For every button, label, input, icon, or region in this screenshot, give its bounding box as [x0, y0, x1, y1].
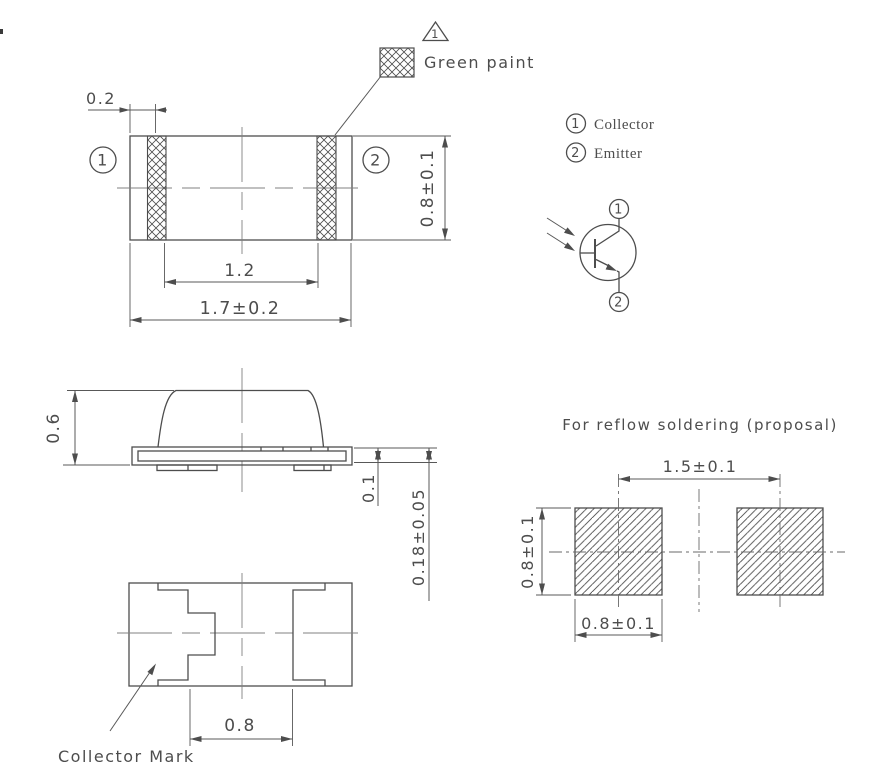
green-paint-band-right — [316, 135, 337, 241]
note-number: 1 — [431, 27, 440, 41]
legend-pin1-name: Collector — [594, 117, 654, 133]
green-paint-band-left — [146, 135, 167, 241]
dim-body-height-text: 0.8±0.1 — [418, 149, 438, 228]
pin2-number: 2 — [370, 151, 382, 170]
left-terminal-tab — [156, 464, 218, 472]
dim-terminal-width: 0.2 — [86, 89, 167, 133]
dim-lead-thickness-text: 0.1 — [359, 473, 378, 503]
pin1-number: 1 — [97, 151, 109, 170]
dim-lead-thickness: 0.1 — [354, 447, 437, 506]
dim-pad-height-text: 0.8±0.1 — [518, 514, 537, 589]
phototransistor-symbol: 1 2 — [546, 198, 637, 313]
dim-terminal-width-text: 0.2 — [86, 89, 116, 108]
scan-artifact — [0, 29, 3, 34]
dim-standoff: 0.18±0.05 — [409, 448, 432, 601]
reflow-pad-layout: For reflow soldering (proposal) 1.5±0.1 … — [518, 416, 845, 642]
dim-pad-width-text: 0.8±0.1 — [581, 614, 656, 633]
dim-inner-span: 1.2 — [164, 243, 319, 288]
dim-total-width: 1.7±0.2 — [129, 243, 352, 327]
dim-pad-height: 0.8±0.1 — [518, 507, 571, 596]
symbol-pin2-number: 2 — [614, 296, 624, 311]
note-triangle-icon — [421, 20, 450, 42]
legend-pin1-balloon — [565, 113, 587, 134]
legend-pin2-name: Emitter — [594, 146, 643, 162]
green-paint-label: Green paint — [424, 53, 535, 72]
dim-pad-pitch: 1.5±0.1 — [618, 457, 780, 482]
green-paint-swatch — [379, 47, 415, 78]
legend-pin2-number: 2 — [571, 146, 581, 161]
legend-pin1-number: 1 — [571, 117, 581, 132]
emitter-arrowhead — [605, 263, 617, 271]
light-arrows-icon — [546, 217, 575, 251]
dim-standoff-text: 0.18±0.05 — [409, 488, 428, 586]
collector-mark-label: Collector Mark — [58, 747, 195, 766]
dim-pad-width: 0.8±0.1 — [574, 599, 663, 642]
symbol-pin1-number: 1 — [614, 203, 624, 218]
dim-total-width-text: 1.7±0.2 — [200, 299, 281, 319]
dim-height-text: 0.6 — [44, 412, 64, 444]
green-paint-leader — [334, 75, 382, 136]
symbol-pin1-balloon — [608, 198, 630, 220]
bottom-view: 0.8 Collector Mark — [58, 573, 364, 766]
collector-mark-callout: Collector Mark — [58, 663, 195, 766]
right-terminal-tab — [293, 464, 332, 472]
emitter-terminal-outline — [292, 583, 326, 686]
bottom-outline — [128, 582, 353, 687]
collector-lead — [595, 218, 620, 247]
top-view: 1 2 0.2 1.2 1.7±0.2 0.8±0.1 — [86, 89, 451, 327]
dim-body-height: 0.8±0.1 — [353, 135, 451, 241]
dim-terminal-span: 0.8 — [189, 689, 293, 746]
green-paint-note: 1 Green paint — [334, 20, 535, 136]
side-view: 0.6 0.1 0.18±0.05 — [44, 368, 437, 601]
collector-terminal-outline — [157, 583, 216, 686]
dim-inner-span-text: 1.2 — [224, 261, 256, 281]
lead-frame-ticks — [260, 446, 329, 451]
dome-outline — [157, 389, 325, 448]
reflow-title: For reflow soldering (proposal) — [562, 416, 838, 434]
base-outline — [131, 446, 353, 466]
base-inner-outline — [137, 450, 347, 462]
dim-terminal-span-text: 0.8 — [224, 716, 256, 736]
pin-legend: 1 Collector 2 Emitter — [565, 113, 654, 163]
pin1-balloon — [89, 146, 117, 174]
dim-pad-pitch-text: 1.5±0.1 — [663, 457, 738, 476]
legend-pin2-balloon — [565, 142, 587, 163]
dim-height: 0.6 — [44, 390, 174, 466]
symbol-pin2-balloon — [608, 291, 630, 313]
pin2-balloon — [362, 146, 390, 174]
emitter-lead — [595, 258, 620, 293]
